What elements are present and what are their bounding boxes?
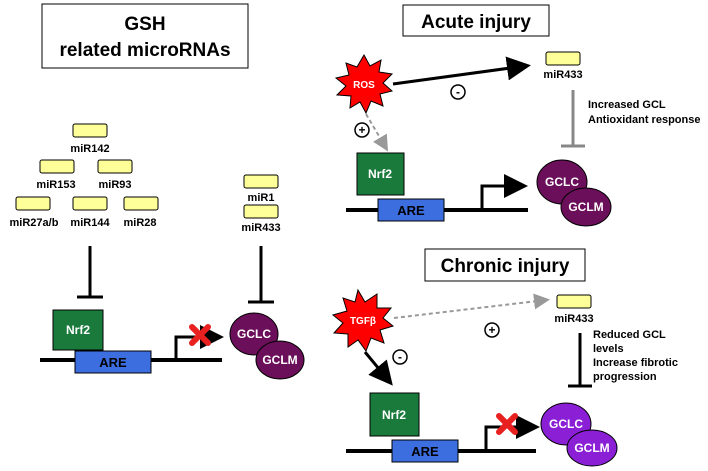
left-title-line1: GSH (124, 14, 165, 35)
acute-title: Acute injury (421, 12, 531, 33)
plus-circle (354, 122, 370, 138)
ros-to-mir433-arrow (392, 56, 531, 86)
are-box (377, 198, 445, 222)
chronic-effect-line4: progression (593, 371, 657, 383)
minus-circle (392, 349, 408, 365)
chronic-effect-line1: Reduced GCL (593, 329, 666, 341)
mirna-label-mir1: miR1 (248, 192, 275, 204)
gclm-ellipse (566, 429, 618, 467)
gclm-label: GCLM (262, 353, 297, 367)
acute-title-box (402, 4, 550, 37)
chronic-title: Chronic injury (441, 256, 570, 277)
mirna-chip (243, 174, 279, 189)
acute-mir433-label: miR433 (543, 69, 582, 81)
nrf2-label: Nrf2 (368, 167, 392, 181)
blocked-x-icon (189, 324, 211, 346)
minus-sign: - (398, 350, 402, 364)
gclc-label: GCLC (549, 417, 583, 431)
are-label: ARE (397, 203, 425, 218)
are-label: ARE (99, 355, 127, 370)
blocked-x-icon (496, 413, 518, 435)
plus-sign: + (488, 323, 495, 337)
mirna-label-mir93: miR93 (98, 179, 131, 191)
nrf2-box (369, 392, 420, 437)
acute-effect-line1: Increased GCL (588, 99, 666, 111)
tgfb-to-nrf2-arrow (363, 351, 393, 386)
gclm-ellipse (560, 187, 612, 227)
are-box (391, 439, 459, 463)
ros-label: ROS (353, 80, 375, 91)
minus-circle (450, 84, 466, 100)
mirna-chip (72, 196, 108, 211)
gclc-label: GCLC (545, 175, 579, 189)
gclm-ellipse (255, 340, 305, 380)
mirna-chip (545, 51, 581, 66)
nrf2-box (356, 152, 405, 196)
chronic-effect-line2: levels (593, 343, 624, 355)
mirna-label-mir28: miR28 (123, 217, 156, 229)
left-title-box (41, 3, 249, 69)
tgfb-label: TGFβ (350, 316, 376, 327)
are-label: ARE (411, 444, 439, 459)
left-panel: GSH related microRNAs miR142 miR153 miR9… (10, 3, 305, 380)
mirna-chip (39, 159, 75, 174)
tgfb-burst (331, 288, 395, 353)
mirna-chip (123, 196, 159, 211)
nrf2-box (52, 309, 104, 351)
promoter-arrow (480, 174, 528, 210)
nrf2-label: Nrf2 (382, 408, 406, 422)
mirna-chip (72, 123, 108, 138)
mirna-chip (243, 204, 279, 219)
gclm-label: GCLM (574, 441, 609, 455)
nrf2-label: Nrf2 (66, 323, 90, 337)
minus-sign: - (456, 85, 460, 99)
left-title-line2: related microRNAs (59, 40, 230, 61)
mirna-chip (97, 159, 133, 174)
chronic-mir433-label: miR433 (554, 313, 593, 325)
mirna-label-mir27ab: miR27a/b (10, 217, 59, 229)
mirna-chip (15, 196, 51, 211)
gclc-label: GCLC (237, 327, 271, 341)
mirna-label-mir144: miR144 (70, 217, 110, 229)
are-box (74, 350, 152, 374)
mirna-label-mir142: miR142 (70, 143, 109, 155)
chronic-title-box (424, 248, 586, 282)
chronic-panel: Chronic injury TGFβ + - miR433 Reduced G… (331, 248, 678, 467)
acute-panel: Acute injury ROS - miR433 Increased GCL … (334, 4, 700, 227)
acute-effect-line2: Antioxidant response (588, 114, 700, 126)
gclm-label: GCLM (568, 200, 603, 214)
plus-sign: + (358, 123, 365, 137)
tgfb-to-mir433-dashed-arrow (393, 293, 550, 319)
plus-circle (484, 322, 500, 338)
mirna-chip (556, 294, 592, 309)
promoter-arrow (484, 415, 540, 451)
mirna-label-mir153: miR153 (36, 179, 75, 191)
ros-burst (334, 53, 394, 115)
chronic-effect-line3: Increase fibrotic (593, 357, 678, 369)
mirna-label-mir433: miR433 (241, 222, 280, 234)
